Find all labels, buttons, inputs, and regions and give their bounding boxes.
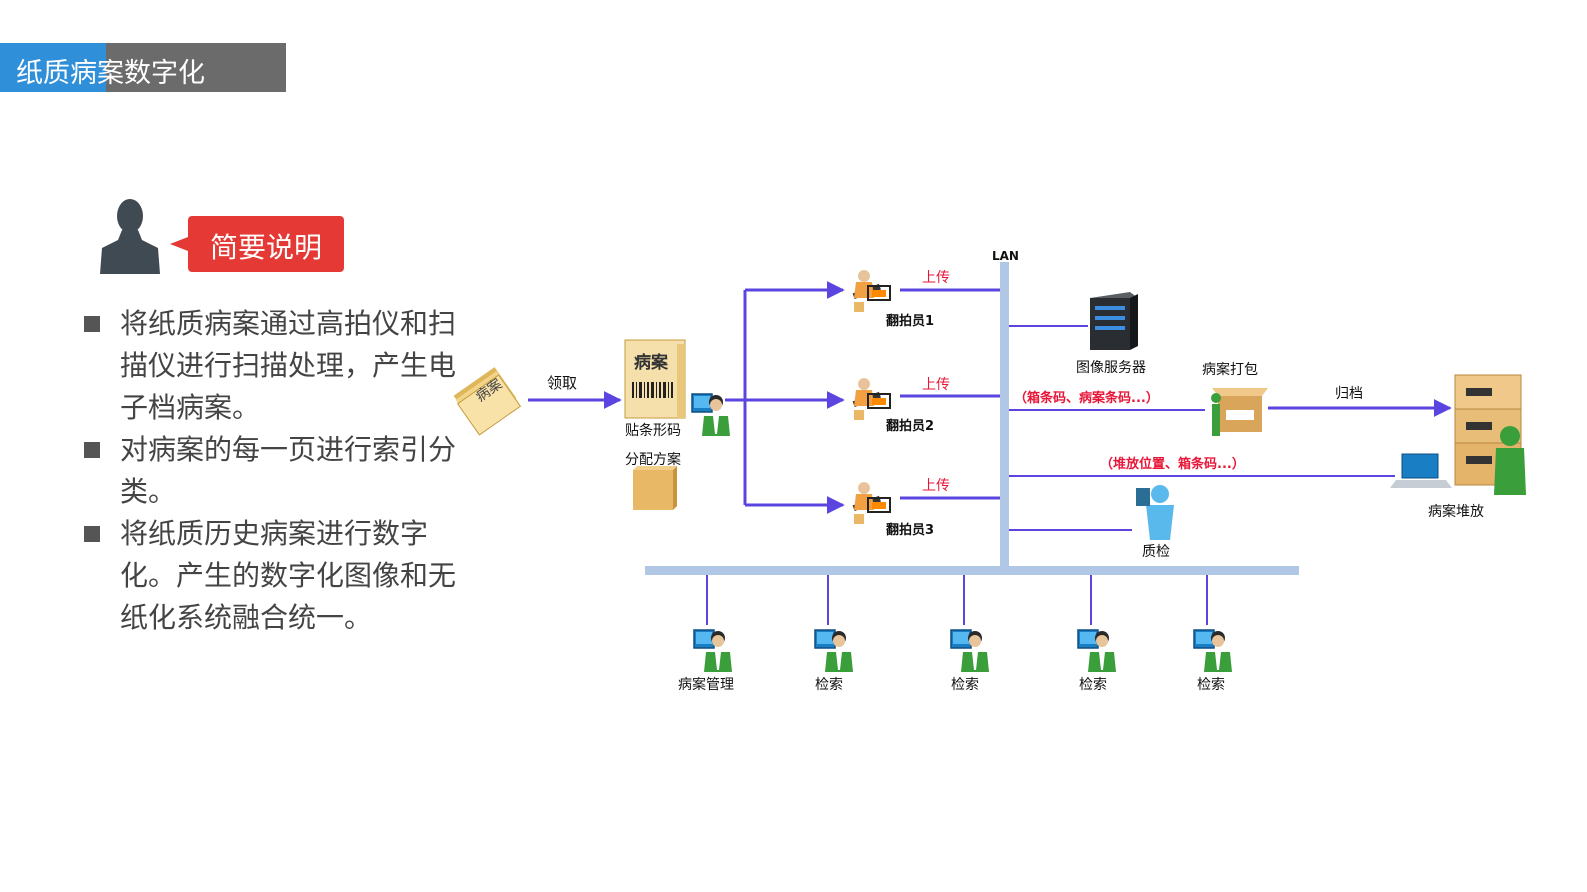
workstation-icon	[814, 629, 854, 673]
bullet-item: 将纸质历史病案进行数字化。产生的数字化图像和无纸化系统融合统一。	[84, 513, 464, 639]
server-label: 图像服务器	[1076, 360, 1146, 376]
operator-2-icon	[851, 377, 891, 421]
workstation-icon	[1193, 629, 1233, 673]
receive-label: 领取	[547, 374, 577, 392]
workstation-label: 检索	[815, 676, 843, 693]
operator-3-icon	[851, 481, 891, 525]
pack-label: 病案打包	[1202, 361, 1258, 378]
title-accent	[0, 43, 106, 92]
operator-3-label: 翻拍员3	[886, 522, 934, 538]
summary-callout: 简要说明	[170, 216, 344, 272]
bullet-item: 对病案的每一页进行索引分类。	[84, 429, 464, 513]
title-bar: 纸质病案数字化	[0, 43, 286, 92]
storage-flow-label: （堆放位置、箱条码...）	[1100, 456, 1245, 472]
storage-keeper-icon	[1494, 426, 1526, 495]
bullet-text: 对病案的每一页进行索引分类。	[120, 433, 457, 508]
bullet-square-icon	[84, 316, 100, 332]
operator-2-label: 翻拍员2	[886, 418, 934, 434]
pack-box-icon	[1211, 388, 1268, 436]
assign-label: 分配方案	[625, 451, 681, 468]
bullet-item: 将纸质病案通过高拍仪和扫描仪进行扫描处理，产生电子档病案。	[84, 303, 464, 429]
workstation-label: 检索	[951, 676, 979, 693]
callout-label: 简要说明	[209, 231, 322, 264]
bullet-text: 将纸质历史病案进行数字化。产生的数字化图像和无纸化系统融合统一。	[120, 517, 457, 634]
workstation-icon	[693, 629, 733, 673]
laptop-icon	[1390, 453, 1452, 488]
workstation-3: 检索	[950, 575, 990, 693]
workstation-label: 检索	[1079, 676, 1107, 693]
barcode-label: 贴条形码	[625, 422, 681, 439]
workstation-icon	[1077, 629, 1117, 673]
upload-label-1: 上传	[922, 270, 950, 286]
lan-vertical-bus	[1000, 262, 1009, 567]
workstation-icon	[950, 629, 990, 673]
upload-label-3: 上传	[922, 478, 950, 494]
workstation-2: 检索	[814, 575, 854, 693]
barcode-clerk-icon	[691, 393, 731, 437]
storage-label: 病案堆放	[1428, 503, 1484, 520]
case-folder-text: 病案	[634, 352, 669, 373]
person-icon	[100, 199, 160, 274]
workstation-4: 检索	[1077, 575, 1117, 693]
lan-horizontal-bus	[645, 566, 1299, 575]
workstation-5: 检索	[1193, 575, 1233, 693]
bullet-square-icon	[84, 442, 100, 458]
workflow-diagram: LAN 病案 领取 病案 贴条形码 分配方案	[453, 249, 1526, 693]
case-folder-icon	[624, 339, 686, 419]
operator-1-icon	[851, 269, 891, 313]
assign-box-icon	[633, 466, 677, 510]
workstation-label: 病案管理	[678, 676, 734, 693]
qc-icon	[1136, 485, 1174, 540]
bullet-square-icon	[84, 526, 100, 542]
page-title: 纸质病案数字化	[16, 58, 205, 89]
upload-label-2: 上传	[922, 377, 950, 393]
folder-stack-icon	[453, 367, 522, 436]
pack-flow-label: （箱条码、病案条码...）	[1014, 390, 1159, 406]
qc-label: 质检	[1142, 544, 1170, 560]
workstation-label: 检索	[1197, 676, 1225, 693]
lan-label: LAN	[992, 249, 1019, 263]
bullet-list: 将纸质病案通过高拍仪和扫描仪进行扫描处理，产生电子档病案。 对病案的每一页进行索…	[84, 303, 464, 639]
server-icon	[1090, 292, 1138, 350]
workstation-1: 病案管理	[678, 575, 734, 693]
bullet-text: 将纸质病案通过高拍仪和扫描仪进行扫描处理，产生电子档病案。	[120, 307, 457, 424]
operator-1-label: 翻拍员1	[886, 313, 934, 329]
archive-label: 归档	[1335, 385, 1363, 402]
